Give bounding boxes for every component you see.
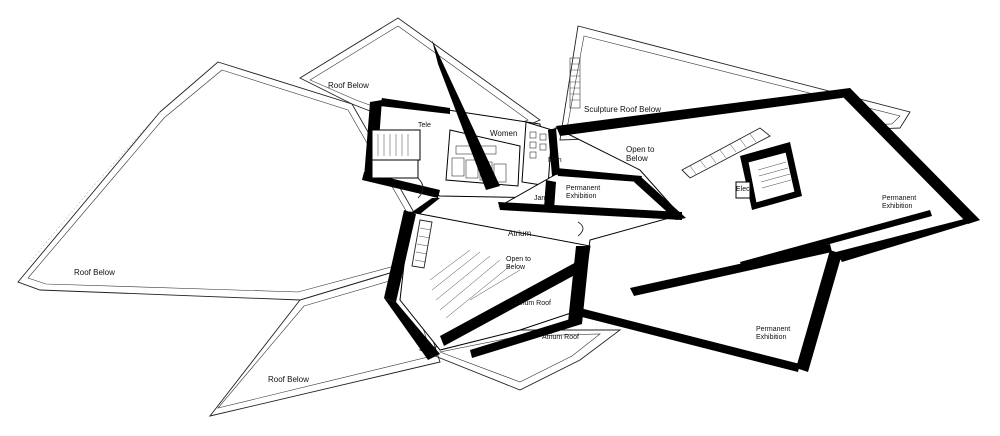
wall-atrium-left [384,210,416,302]
roof-sculpture-outline [559,25,911,141]
label-sculpture-roof-below: Sculpture Roof Below [584,105,661,114]
roof-left-dashed-edge [29,111,161,263]
wall-service-top [380,98,450,114]
label-roof-below-top: Roof Below [328,81,369,90]
wall-atrium-bottom-left [384,298,440,360]
elevator-small [371,159,419,179]
men-fixtures [529,131,547,159]
label-atrium: Atrium [508,229,531,238]
label-elec: Elec. [736,186,752,193]
wall-exhibition-top [556,88,856,136]
roof-bottom-center-inner [438,333,601,383]
wall-link-east [548,128,560,176]
wall-exhibition-right-bottom [836,218,980,262]
wall-atrium-inner-diagonal [440,260,584,346]
wall-center-triangle-top [556,168,642,182]
door-swing-2 [577,221,584,237]
wall-wedge-top [432,40,500,190]
stair-room-treads [377,134,409,156]
door-swing-1 [417,177,424,199]
roof-left-inner-outline [27,69,433,293]
sculpture-roof-stair [569,57,581,109]
elec-room [735,181,751,199]
wall-exhibition-bottom [578,308,800,372]
atrium-stair [411,219,433,269]
wall-atrium-right [568,246,590,324]
roof-left-outline [17,61,441,301]
atrium-stair-treads [414,227,432,263]
label-women: Women [490,129,517,138]
sculpture-roof-stair-treads [570,63,580,101]
label-atrium-roof-1: Atrium Roof [514,300,551,307]
wall-link-atrium-service [412,198,440,214]
label-tele: Tele [418,122,431,129]
elevator-stair-treads [757,161,792,189]
elevator-core-interior [747,151,796,204]
wall-exhibition-lower-right [796,250,842,372]
men-washroom [521,121,553,187]
label-atrium-roof-2: Atrium Roof [542,334,579,341]
wall-center-triangle-right [634,176,686,220]
label-roof-below-bottom: Roof Below [268,375,309,384]
wall-center-triangle-bottom [498,202,682,220]
label-roof-below-left: Roof Below [74,268,115,277]
label-men: Men [548,157,562,164]
wall-atrium-lower-diagonal [470,316,582,358]
open-to-below-stair-right [681,127,771,179]
wall-jan-post [544,180,556,210]
stair-treads-right [689,133,757,175]
roof-sculpture-inner-outline [565,35,901,135]
atrium-open-hatch [429,249,521,319]
wall-diagonal-slit-mid [740,210,932,268]
wall-exhibition-right [844,88,980,224]
label-jan: Jan [534,195,545,202]
